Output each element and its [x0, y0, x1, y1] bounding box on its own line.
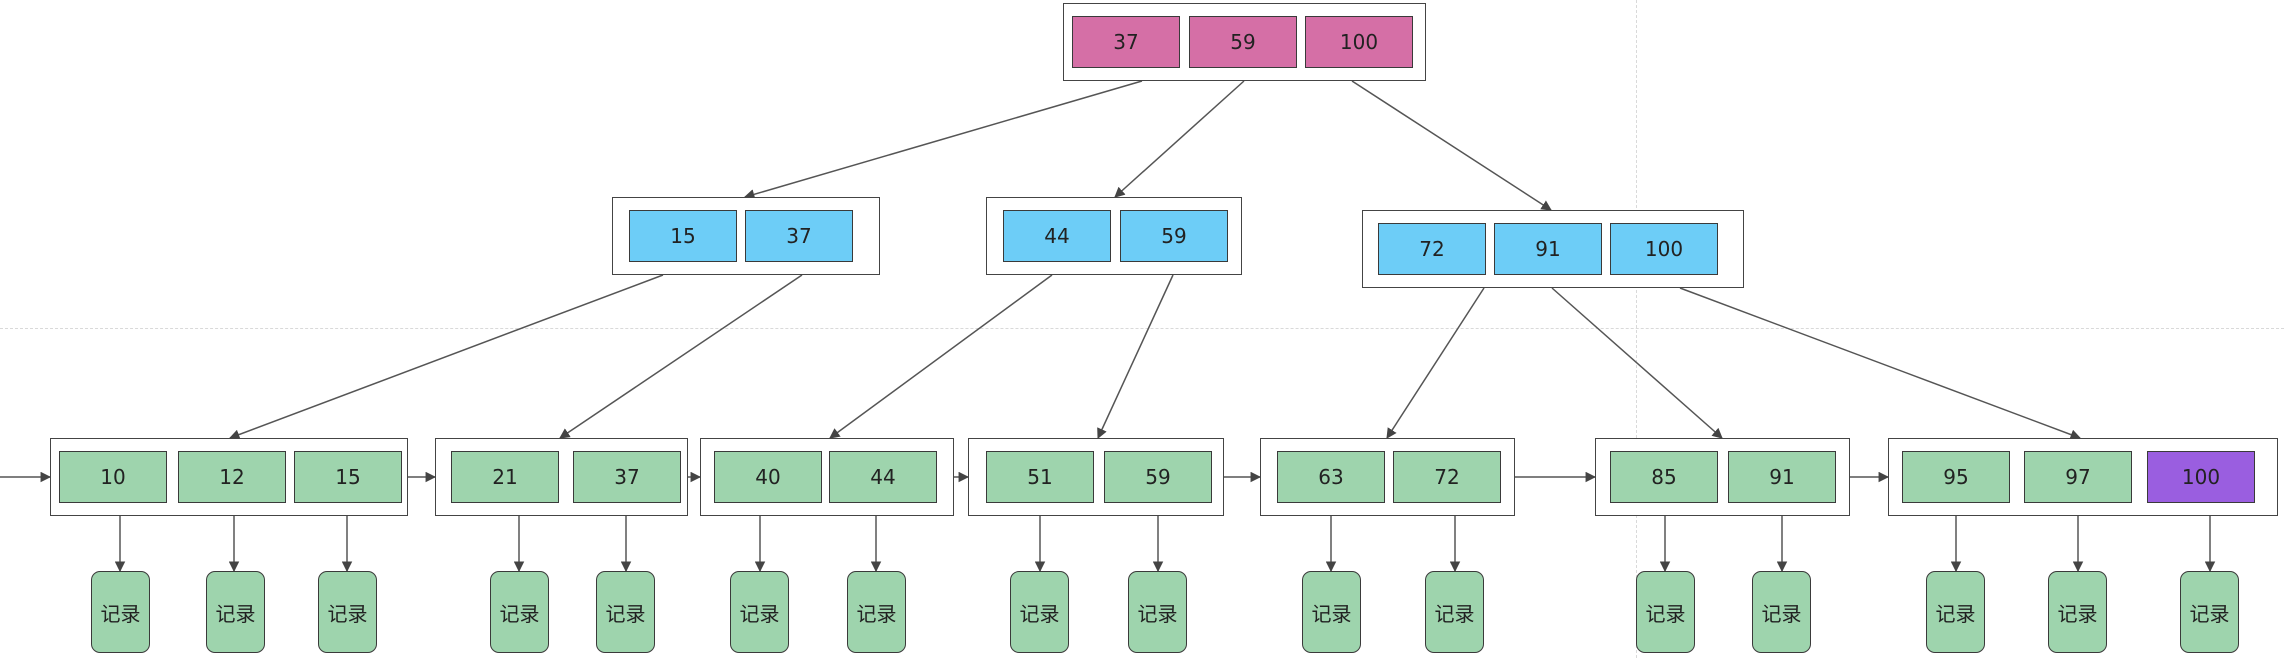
leaf-key: 85	[1610, 451, 1718, 503]
leaf-key: 37	[573, 451, 681, 503]
internal-key: 91	[1494, 223, 1602, 275]
root-key: 59	[1189, 16, 1297, 68]
root-key: 100	[1305, 16, 1413, 68]
leaf-key: 21	[451, 451, 559, 503]
leaf-key: 95	[1902, 451, 2010, 503]
edge-arrow	[1679, 287, 2081, 440]
edge-arrow	[1114, 80, 1245, 198]
record-box: 记录	[1425, 571, 1484, 653]
leaf-key: 10	[59, 451, 167, 503]
edge-arrow	[559, 274, 803, 439]
leaf-key: 72	[1393, 451, 1501, 503]
leaf-key: 59	[1104, 451, 1212, 503]
record-box: 记录	[1128, 571, 1187, 653]
edge-arrow	[1097, 274, 1174, 439]
leaf-key: 91	[1728, 451, 1836, 503]
canvas-guide-vertical	[1636, 0, 1637, 658]
edge-arrow	[229, 274, 664, 440]
record-box: 记录	[1926, 571, 1985, 653]
record-box: 记录	[1010, 571, 1069, 653]
record-box: 记录	[1636, 571, 1695, 653]
leaf-key-highlighted: 100	[2147, 451, 2255, 503]
edge-arrow	[829, 274, 1053, 439]
record-box: 记录	[1302, 571, 1361, 653]
record-box: 记录	[847, 571, 906, 653]
leaf-key: 44	[829, 451, 937, 503]
record-box: 记录	[596, 571, 655, 653]
internal-key: 72	[1378, 223, 1486, 275]
leaf-key: 40	[714, 451, 822, 503]
canvas-guide-horizontal	[0, 328, 2284, 329]
record-box: 记录	[206, 571, 265, 653]
record-box: 记录	[318, 571, 377, 653]
record-box: 记录	[730, 571, 789, 653]
edge-arrow	[1551, 287, 1723, 439]
leaf-key: 12	[178, 451, 286, 503]
edge-arrow	[1386, 287, 1485, 439]
internal-key: 44	[1003, 210, 1111, 262]
leaf-key: 63	[1277, 451, 1385, 503]
leaf-key: 15	[294, 451, 402, 503]
leaf-key: 51	[986, 451, 1094, 503]
record-box: 记录	[490, 571, 549, 653]
internal-key: 59	[1120, 210, 1228, 262]
root-key: 37	[1072, 16, 1180, 68]
record-box: 记录	[2180, 571, 2239, 653]
leaf-key: 97	[2024, 451, 2132, 503]
record-box: 记录	[91, 571, 150, 653]
internal-key: 100	[1610, 223, 1718, 275]
record-box: 记录	[1752, 571, 1811, 653]
edge-arrow	[743, 80, 1143, 200]
internal-key: 37	[745, 210, 853, 262]
internal-key: 15	[629, 210, 737, 262]
record-box: 记录	[2048, 571, 2107, 653]
edge-arrow	[1351, 80, 1552, 211]
